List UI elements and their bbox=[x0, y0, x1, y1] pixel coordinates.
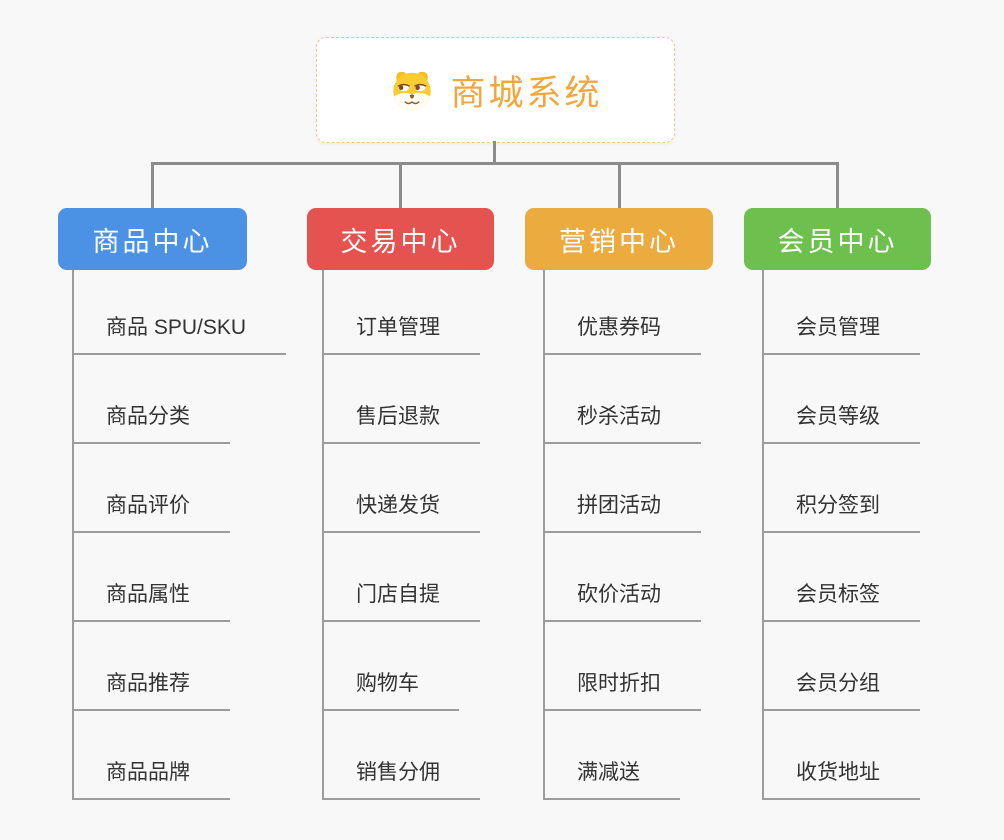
connector-drop-2 bbox=[399, 162, 402, 209]
sub-item[interactable]: 商品品牌 bbox=[72, 760, 230, 800]
sub-item[interactable]: 收货地址 bbox=[762, 760, 920, 800]
branch-node-marketing-center[interactable]: 营销中心 bbox=[525, 208, 713, 270]
sub-item[interactable]: 销售分佣 bbox=[322, 760, 480, 800]
sub-item[interactable]: 满减送 bbox=[543, 760, 680, 800]
dog-face-icon bbox=[388, 68, 436, 112]
tree-line-product bbox=[72, 270, 74, 799]
sub-item[interactable]: 商品推荐 bbox=[72, 671, 230, 711]
sub-item[interactable]: 积分签到 bbox=[762, 493, 920, 533]
sub-item[interactable]: 会员管理 bbox=[762, 315, 920, 355]
branch-node-product-center[interactable]: 商品中心 bbox=[58, 208, 247, 270]
root-node[interactable]: 商城系统 bbox=[316, 37, 675, 143]
sub-item[interactable]: 商品 SPU/SKU bbox=[72, 315, 287, 355]
sub-item[interactable]: 秒杀活动 bbox=[543, 404, 701, 444]
connector-root-stub bbox=[493, 141, 496, 164]
sub-item[interactable]: 快递发货 bbox=[322, 493, 480, 533]
sub-item[interactable]: 砍价活动 bbox=[543, 582, 701, 622]
connector-drop-4 bbox=[836, 162, 839, 209]
tree-line-trade bbox=[322, 270, 324, 799]
sub-item[interactable]: 商品评价 bbox=[72, 493, 230, 533]
tree-line-marketing bbox=[543, 270, 545, 799]
sub-item[interactable]: 商品分类 bbox=[72, 404, 230, 444]
tree-line-member bbox=[762, 270, 764, 799]
sub-item[interactable]: 限时折扣 bbox=[543, 671, 701, 711]
sub-item[interactable]: 会员标签 bbox=[762, 582, 920, 622]
sub-item[interactable]: 购物车 bbox=[322, 671, 459, 711]
sub-item[interactable]: 会员等级 bbox=[762, 404, 920, 444]
sub-item[interactable]: 会员分组 bbox=[762, 671, 920, 711]
branch-node-trade-center[interactable]: 交易中心 bbox=[307, 208, 494, 270]
connector-trunk bbox=[152, 162, 839, 165]
sub-item[interactable]: 订单管理 bbox=[322, 315, 480, 355]
sub-item[interactable]: 拼团活动 bbox=[543, 493, 701, 533]
root-title: 商城系统 bbox=[450, 73, 603, 113]
sub-item[interactable]: 门店自提 bbox=[322, 582, 480, 622]
sub-item[interactable]: 商品属性 bbox=[72, 582, 230, 622]
connector-drop-3 bbox=[618, 162, 621, 209]
connector-drop-1 bbox=[151, 162, 154, 209]
branch-node-member-center[interactable]: 会员中心 bbox=[744, 208, 931, 270]
sub-item[interactable]: 售后退款 bbox=[322, 404, 480, 444]
sub-item[interactable]: 优惠券码 bbox=[543, 315, 701, 355]
